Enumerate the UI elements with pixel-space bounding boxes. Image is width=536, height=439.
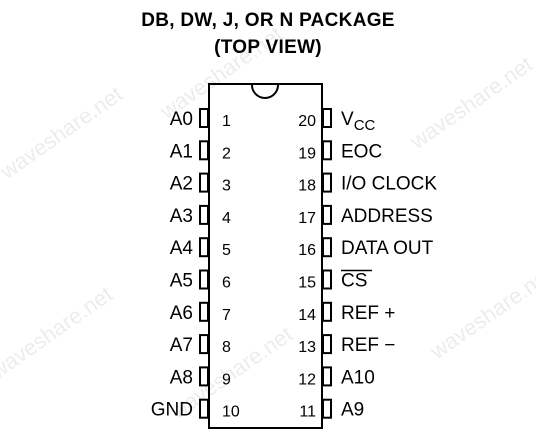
pin-name: A4 xyxy=(170,238,194,259)
pin-number: 16 xyxy=(298,242,316,259)
pin-lead xyxy=(322,301,332,322)
pin-number: 14 xyxy=(298,307,316,324)
pin-lead xyxy=(199,204,209,225)
pin-name: I/O CLOCK xyxy=(341,174,437,195)
pin-lead xyxy=(322,237,332,258)
pin-number: 1 xyxy=(222,113,231,130)
pin-name: A0 xyxy=(170,109,193,130)
pin-name: EOC xyxy=(341,141,382,162)
pin-number: 6 xyxy=(222,275,231,292)
pin-name: A3 xyxy=(170,206,193,227)
pin-lead xyxy=(322,204,332,225)
pin-number: 13 xyxy=(298,339,316,356)
pin-number: 18 xyxy=(298,178,316,195)
pin-number: 10 xyxy=(222,404,240,421)
pin-lead xyxy=(199,269,209,290)
pin-number: 3 xyxy=(222,178,231,195)
pin-lead xyxy=(199,172,209,193)
pin-lead xyxy=(199,398,209,419)
orientation-notch xyxy=(251,84,279,99)
pin-name: A5 xyxy=(170,271,193,292)
pin-name: A10 xyxy=(341,367,375,388)
pin-name: A9 xyxy=(341,400,364,421)
pin-lead xyxy=(199,108,209,128)
view-label: (TOP VIEW) xyxy=(214,37,322,58)
pin-lead xyxy=(199,237,209,258)
pin-number: 2 xyxy=(222,145,231,162)
pin-name: A1 xyxy=(170,141,193,162)
pin-number: 11 xyxy=(299,404,316,421)
pin-name: ADDRESS xyxy=(341,206,433,227)
package-title: DB, DW, J, OR N PACKAGE xyxy=(141,10,395,31)
pin-lead xyxy=(322,366,332,387)
pin-lead xyxy=(322,269,332,290)
pin-number: 19 xyxy=(298,145,316,162)
pin-number: 9 xyxy=(222,371,231,388)
pin-lead xyxy=(322,140,332,161)
pin-lead xyxy=(322,172,332,193)
pin-number: 17 xyxy=(298,210,316,227)
pin-lead xyxy=(322,108,332,128)
pin-name: A8 xyxy=(170,367,193,388)
pin-name: CS xyxy=(341,271,367,292)
pin-lead xyxy=(199,140,209,161)
pin-number: 8 xyxy=(222,339,231,356)
pin-lead xyxy=(322,334,332,355)
pin-number: 7 xyxy=(222,307,231,324)
pin-lead xyxy=(199,301,209,322)
pin-name: DATA OUT xyxy=(341,238,434,259)
right-pin-column: 20 VCC 19 EOC 18 I/O CLOCK 17 ADDRESS 16 DATA OUT… xyxy=(298,108,437,421)
pin-name: VCC xyxy=(341,109,376,134)
pin-number: 5 xyxy=(222,242,231,259)
pin-number: 15 xyxy=(298,275,316,292)
pin-number: 20 xyxy=(298,113,316,130)
pin-name: REF − xyxy=(341,335,395,356)
pin-name: A7 xyxy=(170,335,193,356)
pin-number: 12 xyxy=(298,371,316,388)
pin-name: GND xyxy=(151,400,193,421)
pin-name: A2 xyxy=(170,174,193,195)
pin-number: 4 xyxy=(222,210,231,227)
pin-name: REF + xyxy=(341,303,395,324)
pin-name: A6 xyxy=(170,303,193,324)
pin-lead xyxy=(199,366,209,387)
pin-lead xyxy=(322,398,332,419)
pin-lead xyxy=(199,334,209,355)
